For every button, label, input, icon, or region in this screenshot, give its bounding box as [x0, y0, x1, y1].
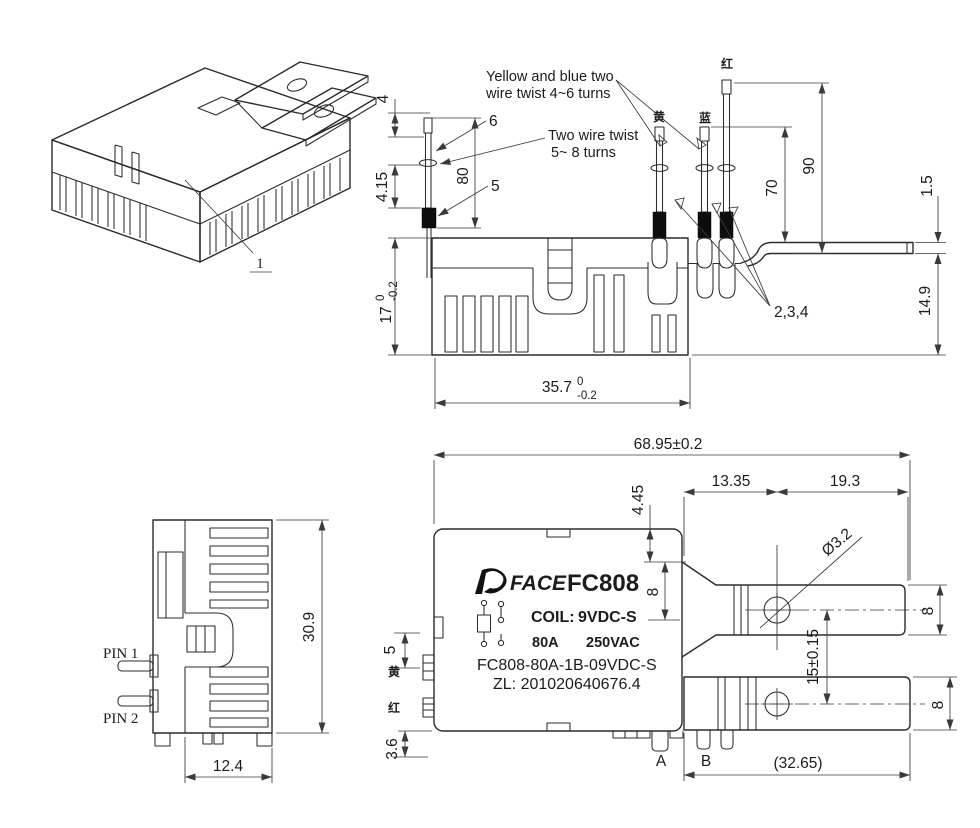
dim-70: 70: [764, 179, 781, 197]
top-dimensions: 68.95±0.2 13.35 19.3 4.45 Ø3.2 8 8 15±0.…: [382, 436, 957, 781]
top-view: FACE FC808 COIL: 9VDC-S 80A 250VAC FC808…: [382, 436, 957, 781]
coil-contact-symbols: [476, 599, 505, 648]
dim-body-height: 17 0 -0.2: [375, 281, 400, 323]
side-wire-red: [717, 79, 736, 269]
dim-8-root: 8: [645, 588, 662, 597]
product-label: FACE FC808 COIL: 9VDC-S 80A 250VAC FC808…: [475, 568, 657, 693]
side-wire-left: [418, 117, 438, 278]
top-wire-terminals: [422, 654, 435, 718]
front-fins-upper: [209, 527, 269, 609]
dim-wire-length: 80: [455, 167, 472, 185]
side-wire-blue: [695, 126, 714, 269]
dim-5: 5: [382, 646, 399, 655]
top-body: [422, 528, 684, 752]
callout-6: 6: [489, 113, 498, 130]
iso-fins-left: [59, 175, 147, 241]
dim-415: 4.15: [374, 172, 391, 202]
dim-36: 3.6: [384, 738, 401, 760]
isometric-view: 1: [51, 61, 377, 273]
brand-text: FACE: [510, 572, 567, 595]
wire-label-blue: 蓝: [699, 110, 711, 125]
dim-445: 4.45: [630, 485, 647, 515]
side-wire-yellow: [650, 126, 669, 269]
top-wire-red: 红: [388, 700, 400, 715]
dim-front-height: 30.9: [301, 612, 318, 642]
iso-top-pins: [114, 144, 140, 185]
dim-ref-width: (32.65): [773, 755, 822, 772]
iso-callout-label: 1: [256, 256, 264, 272]
note-yellow-blue-2: wire twist 4~6 turns: [485, 86, 611, 102]
dim-blade-thickness: 1.5: [919, 175, 936, 197]
dim-193: 19.3: [830, 473, 860, 490]
pin-a-label: A: [656, 753, 667, 770]
current-rating: 80A: [532, 635, 559, 651]
front-view: PIN 1 PIN 2 30.9 12.4: [103, 519, 329, 783]
iso-terminal-blades: [234, 61, 377, 147]
side-view: 黄 蓝 红 4 4.15 17 0 -0.2 80 6 5: [374, 56, 946, 409]
dim-1335: 13.35: [712, 473, 751, 490]
side-blade: [740, 241, 914, 267]
pin2-label: PIN 2: [103, 711, 138, 727]
iso-fins-front: [209, 158, 341, 255]
wire-label-yellow: 黄: [653, 109, 665, 124]
side-fins-right: [593, 274, 677, 353]
upper-terminal: [681, 561, 925, 658]
coil-label: COIL:: [531, 609, 575, 626]
dim-front-width: 12.4: [213, 758, 244, 775]
side-dimensions: 4 4.15 17 0 -0.2 80 6 5 70 9: [374, 82, 946, 409]
dim-body-width: 35.7 0 -0.2: [542, 376, 597, 402]
face-logo: [475, 568, 507, 594]
coil-value: 9VDC-S: [578, 609, 637, 626]
callout-5: 5: [491, 178, 500, 195]
dim-pitch: 15±0.15: [805, 629, 822, 685]
pin-b-label: B: [701, 753, 711, 770]
front-pins: [117, 654, 159, 713]
dim-149: 14.9: [917, 286, 934, 316]
part-number: FC808-80A-1B-09VDC-S: [477, 657, 657, 674]
side-fins-left: [444, 295, 529, 353]
note-two-wire-2: 5~ 8 turns: [551, 145, 616, 161]
dim-8-lower: 8: [930, 701, 947, 710]
top-wire-yellow: 黄: [388, 664, 400, 679]
callout-234: 2,3,4: [774, 304, 809, 321]
svg-text:17: 17: [378, 306, 395, 323]
svg-text:-0.2: -0.2: [577, 390, 597, 402]
wire-label-red: 红: [721, 56, 733, 71]
front-fins-lower: [209, 666, 269, 728]
svg-text:35.7: 35.7: [542, 379, 572, 396]
front-dimensions: 30.9 12.4: [184, 519, 329, 783]
svg-text:0: 0: [375, 295, 387, 301]
dim-8-upper: 8: [920, 607, 937, 616]
iso-callout: 1: [184, 179, 272, 273]
svg-text:-0.2: -0.2: [388, 281, 400, 301]
relay-iso-body: [51, 67, 351, 263]
lower-terminal: [683, 676, 925, 750]
dim-hole-dia: Ø3.2: [819, 525, 856, 560]
side-notes: Yellow and blue two wire twist 4~6 turns…: [439, 69, 707, 165]
front-body: [152, 519, 273, 747]
side-body: [431, 237, 914, 356]
dim-tip-length: 4: [375, 94, 392, 103]
svg-text:0: 0: [577, 376, 583, 388]
note-yellow-blue-1: Yellow and blue two: [486, 69, 614, 85]
note-two-wire-1: Two wire twist: [548, 128, 638, 144]
voltage-rating: 250VAC: [586, 635, 640, 651]
dim-overall-width: 68.95±0.2: [634, 436, 703, 453]
cert-number: ZL: 201020640676.4: [493, 676, 641, 693]
dim-90: 90: [801, 157, 818, 175]
pin1-label: PIN 1: [103, 646, 138, 662]
model-text: FC808: [567, 570, 639, 597]
